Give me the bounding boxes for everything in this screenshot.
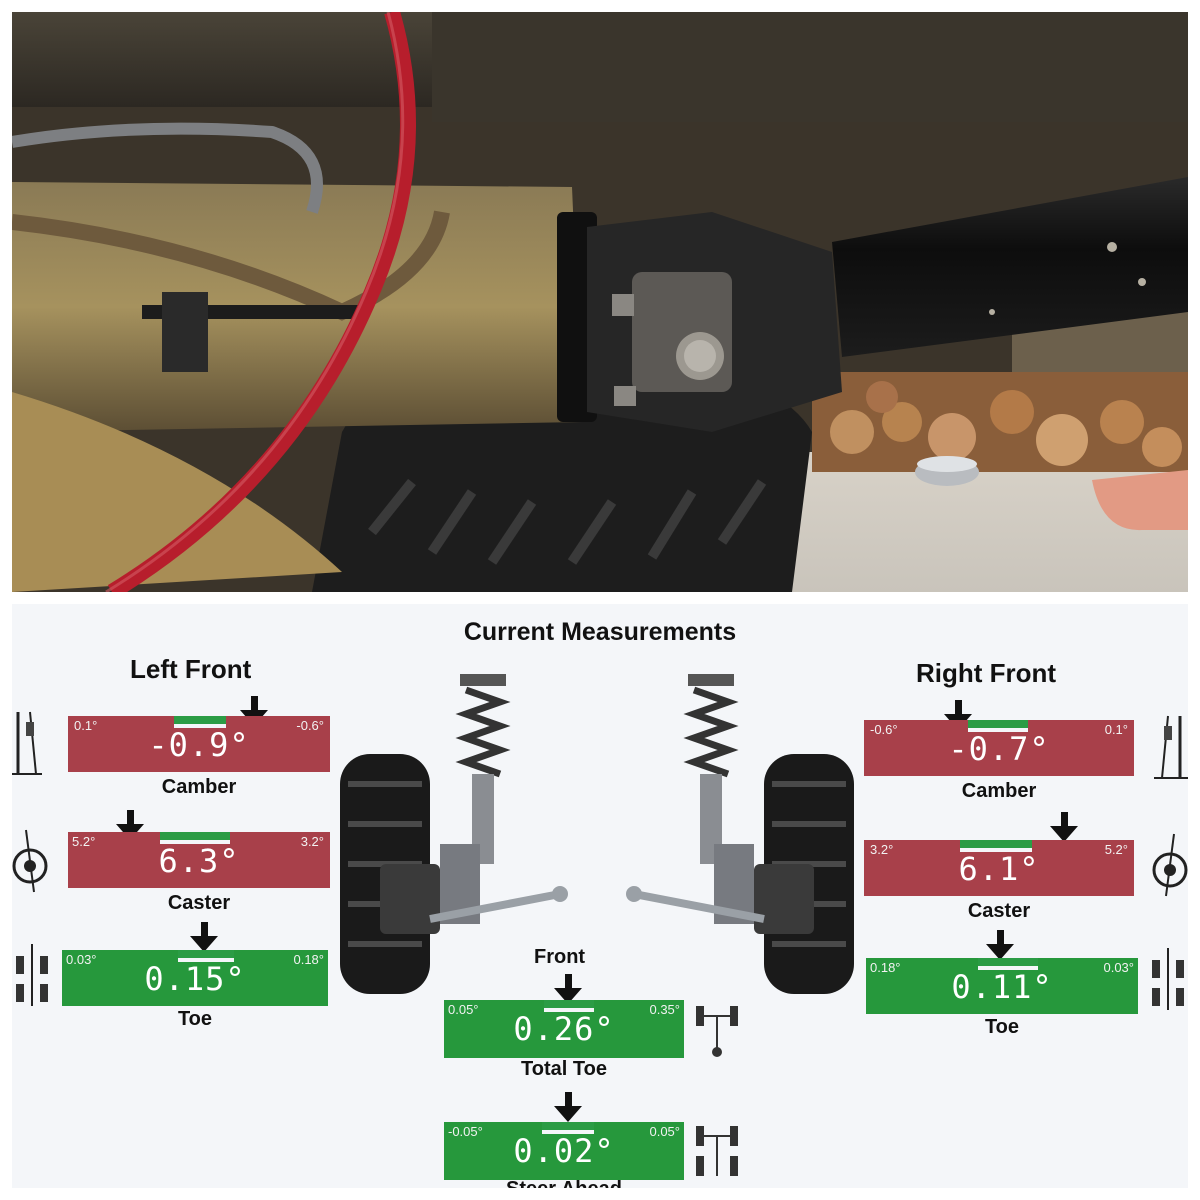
right-camber-gauge: -0.6° 0.1° -0.7° Camber [864, 720, 1134, 802]
left-toe-gauge: 0.03° 0.18° 0.15° Toe [62, 950, 328, 1030]
camber-value: -0.9° [148, 726, 250, 764]
total-toe-gauge: 0.05° 0.35° 0.26° Total Toe [444, 1000, 684, 1080]
gauge-max-label: 0.1° [1104, 722, 1128, 737]
caster-icon [12, 829, 48, 893]
camber-label: Camber [161, 776, 237, 798]
camber-icon [12, 711, 42, 775]
caster-icon [1152, 833, 1188, 897]
gauge-min-label: 0.05° [448, 1002, 479, 1017]
left-caster-gauge: 5.2° 3.2° 6.3° Caster [68, 832, 330, 914]
gauge-max-label: 0.05° [649, 1124, 680, 1139]
total-toe-label: Total Toe [521, 1058, 607, 1080]
strut-assembly-icon [340, 674, 568, 994]
gauge-min-label: 5.2° [72, 834, 96, 849]
gauge-max-label: -0.6° [296, 718, 324, 733]
toe-value: 0.11° [951, 968, 1053, 1006]
strut-assembly-icon [626, 674, 854, 994]
right-toe-gauge: 0.18° 0.03° 0.11° Toe [866, 958, 1138, 1038]
gauge-min-label: -0.05° [448, 1124, 483, 1139]
gauge-max-label: 3.2° [300, 834, 324, 849]
total-toe-value: 0.26° [513, 1010, 615, 1048]
gauge-min-label: 3.2° [870, 842, 894, 857]
toe-value: 0.15° [144, 960, 246, 998]
gauge-min-label: 0.03° [66, 952, 97, 967]
right-front-title: Right Front [916, 658, 1057, 688]
toe-label: Toe [984, 1016, 1020, 1038]
gauge-max-label: 5.2° [1104, 842, 1128, 857]
steer-ahead-value: 0.02° [513, 1132, 615, 1170]
driveshaft-photo [12, 12, 1188, 592]
toe-icon [16, 944, 48, 1006]
toe-icon [1152, 948, 1184, 1010]
left-front-title: Left Front [130, 654, 252, 684]
steer-ahead-label: Steer Ahead [444, 1178, 684, 1188]
toe-label: Toe [177, 1008, 213, 1030]
camber-label: Camber [961, 780, 1037, 802]
caster-label: Caster [967, 900, 1031, 922]
gauge-min-label: -0.6° [870, 722, 898, 737]
left-camber-gauge: 0.1° -0.6° -0.9° Camber [68, 716, 330, 798]
gauge-max-label: 0.35° [649, 1002, 680, 1017]
camber-icon [1154, 715, 1188, 779]
steer-ahead-gauge: -0.05° 0.05° 0.02° Steer Ahead [444, 1122, 684, 1188]
caster-value: 6.1° [958, 850, 1040, 888]
alignment-screen: Current Measurements Left Front Right Fr… [12, 604, 1188, 1188]
front-label: Front [534, 946, 586, 968]
caster-value: 6.3° [158, 842, 240, 880]
gauge-min-label: 0.1° [74, 718, 98, 733]
screen-title: Current Measurements [463, 618, 737, 646]
steer-ahead-icon [696, 1126, 738, 1176]
total-toe-icon [696, 1006, 738, 1057]
gauge-min-label: 0.18° [870, 960, 901, 975]
gauge-max-label: 0.03° [1103, 960, 1134, 975]
right-caster-gauge: 3.2° 5.2° 6.1° Caster [864, 840, 1134, 922]
gauge-max-label: 0.18° [293, 952, 324, 967]
camber-value: -0.7° [948, 730, 1050, 768]
caster-label: Caster [167, 892, 231, 914]
